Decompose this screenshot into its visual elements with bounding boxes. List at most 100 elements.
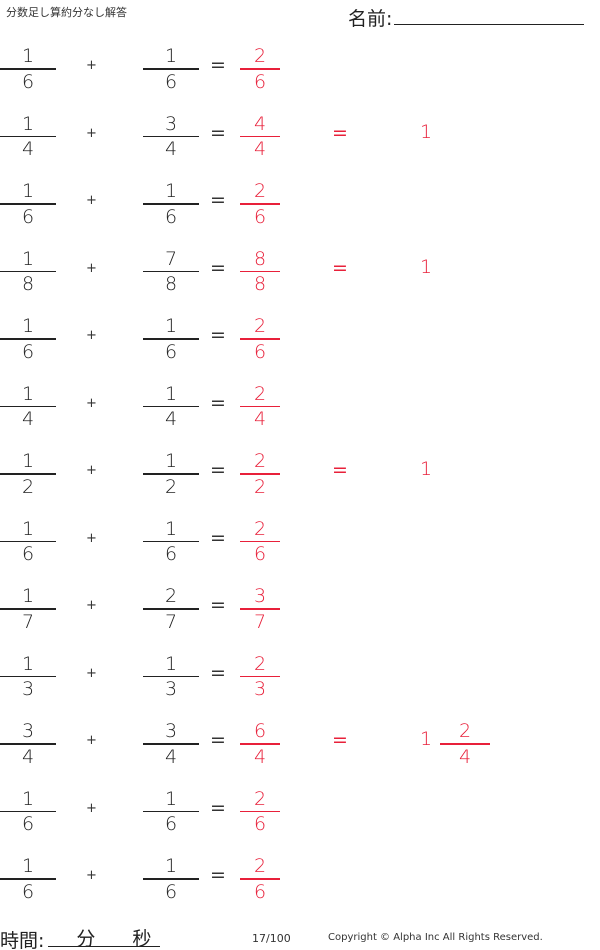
plus-sign: + (86, 530, 97, 546)
second-fraction-denominator: 3 (164, 678, 178, 701)
plus-sign: + (86, 328, 97, 343)
name-blank-line (394, 6, 585, 25)
first-fraction-bar (0, 810, 56, 813)
answer-fraction-denominator: 2 (253, 475, 267, 498)
plus-sign: + (86, 260, 97, 276)
equals-sign: = (210, 864, 226, 886)
first-fraction-denominator: 6 (21, 70, 35, 93)
second-fraction-bar (143, 675, 199, 678)
answer-fraction-denominator: 4 (253, 745, 267, 768)
second-fraction-bar (143, 68, 199, 70)
second-fraction-bar (143, 473, 199, 475)
first-fraction-numerator: 1 (21, 585, 35, 608)
first-fraction-numerator: 1 (21, 112, 35, 135)
answer-fraction-numerator: 2 (253, 652, 267, 675)
first-fraction-bar (0, 270, 56, 273)
second-fraction-numerator: 1 (164, 787, 178, 810)
plus-sign: + (86, 598, 97, 613)
simplified-equals-sign: = (332, 256, 348, 279)
answer-fraction-denominator: 6 (253, 880, 267, 903)
second-fraction-denominator: 6 (164, 543, 178, 566)
equals-sign: = (210, 526, 226, 549)
first-fraction-bar (0, 743, 56, 745)
second-fraction-denominator: 4 (164, 138, 178, 161)
answer-fraction-bar (240, 338, 280, 340)
second-fraction-numerator: 3 (164, 720, 178, 743)
plus-sign: + (86, 868, 97, 883)
second-fraction-bar (143, 405, 199, 408)
first-fraction-numerator: 1 (21, 652, 35, 675)
second-fraction-numerator: 1 (164, 517, 178, 540)
second-fraction-numerator: 2 (164, 585, 178, 608)
second-fraction-denominator: 6 (164, 813, 178, 836)
second-fraction-bar (143, 608, 199, 610)
answer-fraction-bar (240, 608, 280, 610)
second-fraction-numerator: 3 (164, 112, 178, 135)
time-field: 時間: 分 秒 (0, 924, 161, 950)
second-fraction-denominator: 6 (164, 340, 178, 363)
first-fraction-numerator: 1 (21, 247, 35, 270)
first-fraction-denominator: 8 (21, 273, 35, 296)
simplified-equals-sign: = (332, 729, 348, 751)
answer-fraction-numerator: 2 (253, 315, 267, 338)
first-fraction-denominator: 3 (21, 678, 35, 701)
answer-fraction-bar (240, 675, 280, 678)
answer-fraction-numerator: 2 (253, 450, 267, 473)
second-fraction-numerator: 1 (164, 382, 178, 405)
plus-sign: + (86, 58, 97, 73)
first-fraction-denominator: 6 (21, 543, 35, 566)
second-fraction-bar (143, 540, 199, 543)
answer-fraction-bar (240, 810, 280, 813)
second-fraction-denominator: 8 (164, 273, 178, 296)
copyright-notice: Copyright © Alpha Inc All Rights Reserve… (328, 932, 543, 943)
first-fraction-bar (0, 203, 56, 205)
document-title: 分数足し算約分なし解答 (6, 6, 127, 19)
second-fraction-denominator: 6 (164, 880, 178, 903)
equals-sign: = (210, 459, 226, 481)
first-fraction-denominator: 6 (21, 880, 35, 903)
equals-sign: = (210, 121, 226, 144)
answer-fraction-numerator: 2 (253, 855, 267, 878)
equals-sign: = (210, 54, 226, 76)
first-fraction-bar (0, 405, 56, 408)
answer-fraction-denominator: 6 (253, 543, 267, 566)
second-fraction-denominator: 6 (164, 70, 178, 93)
first-fraction-bar (0, 135, 56, 138)
equals-sign: = (210, 594, 226, 616)
answer-fraction-denominator: 4 (253, 138, 267, 161)
name-field: 名前: (348, 4, 585, 31)
plus-sign: + (86, 193, 97, 208)
first-fraction-numerator: 1 (21, 180, 35, 203)
answer-fraction-bar (240, 878, 280, 880)
second-fraction-bar (143, 270, 199, 273)
answer-fraction-bar (240, 743, 280, 745)
